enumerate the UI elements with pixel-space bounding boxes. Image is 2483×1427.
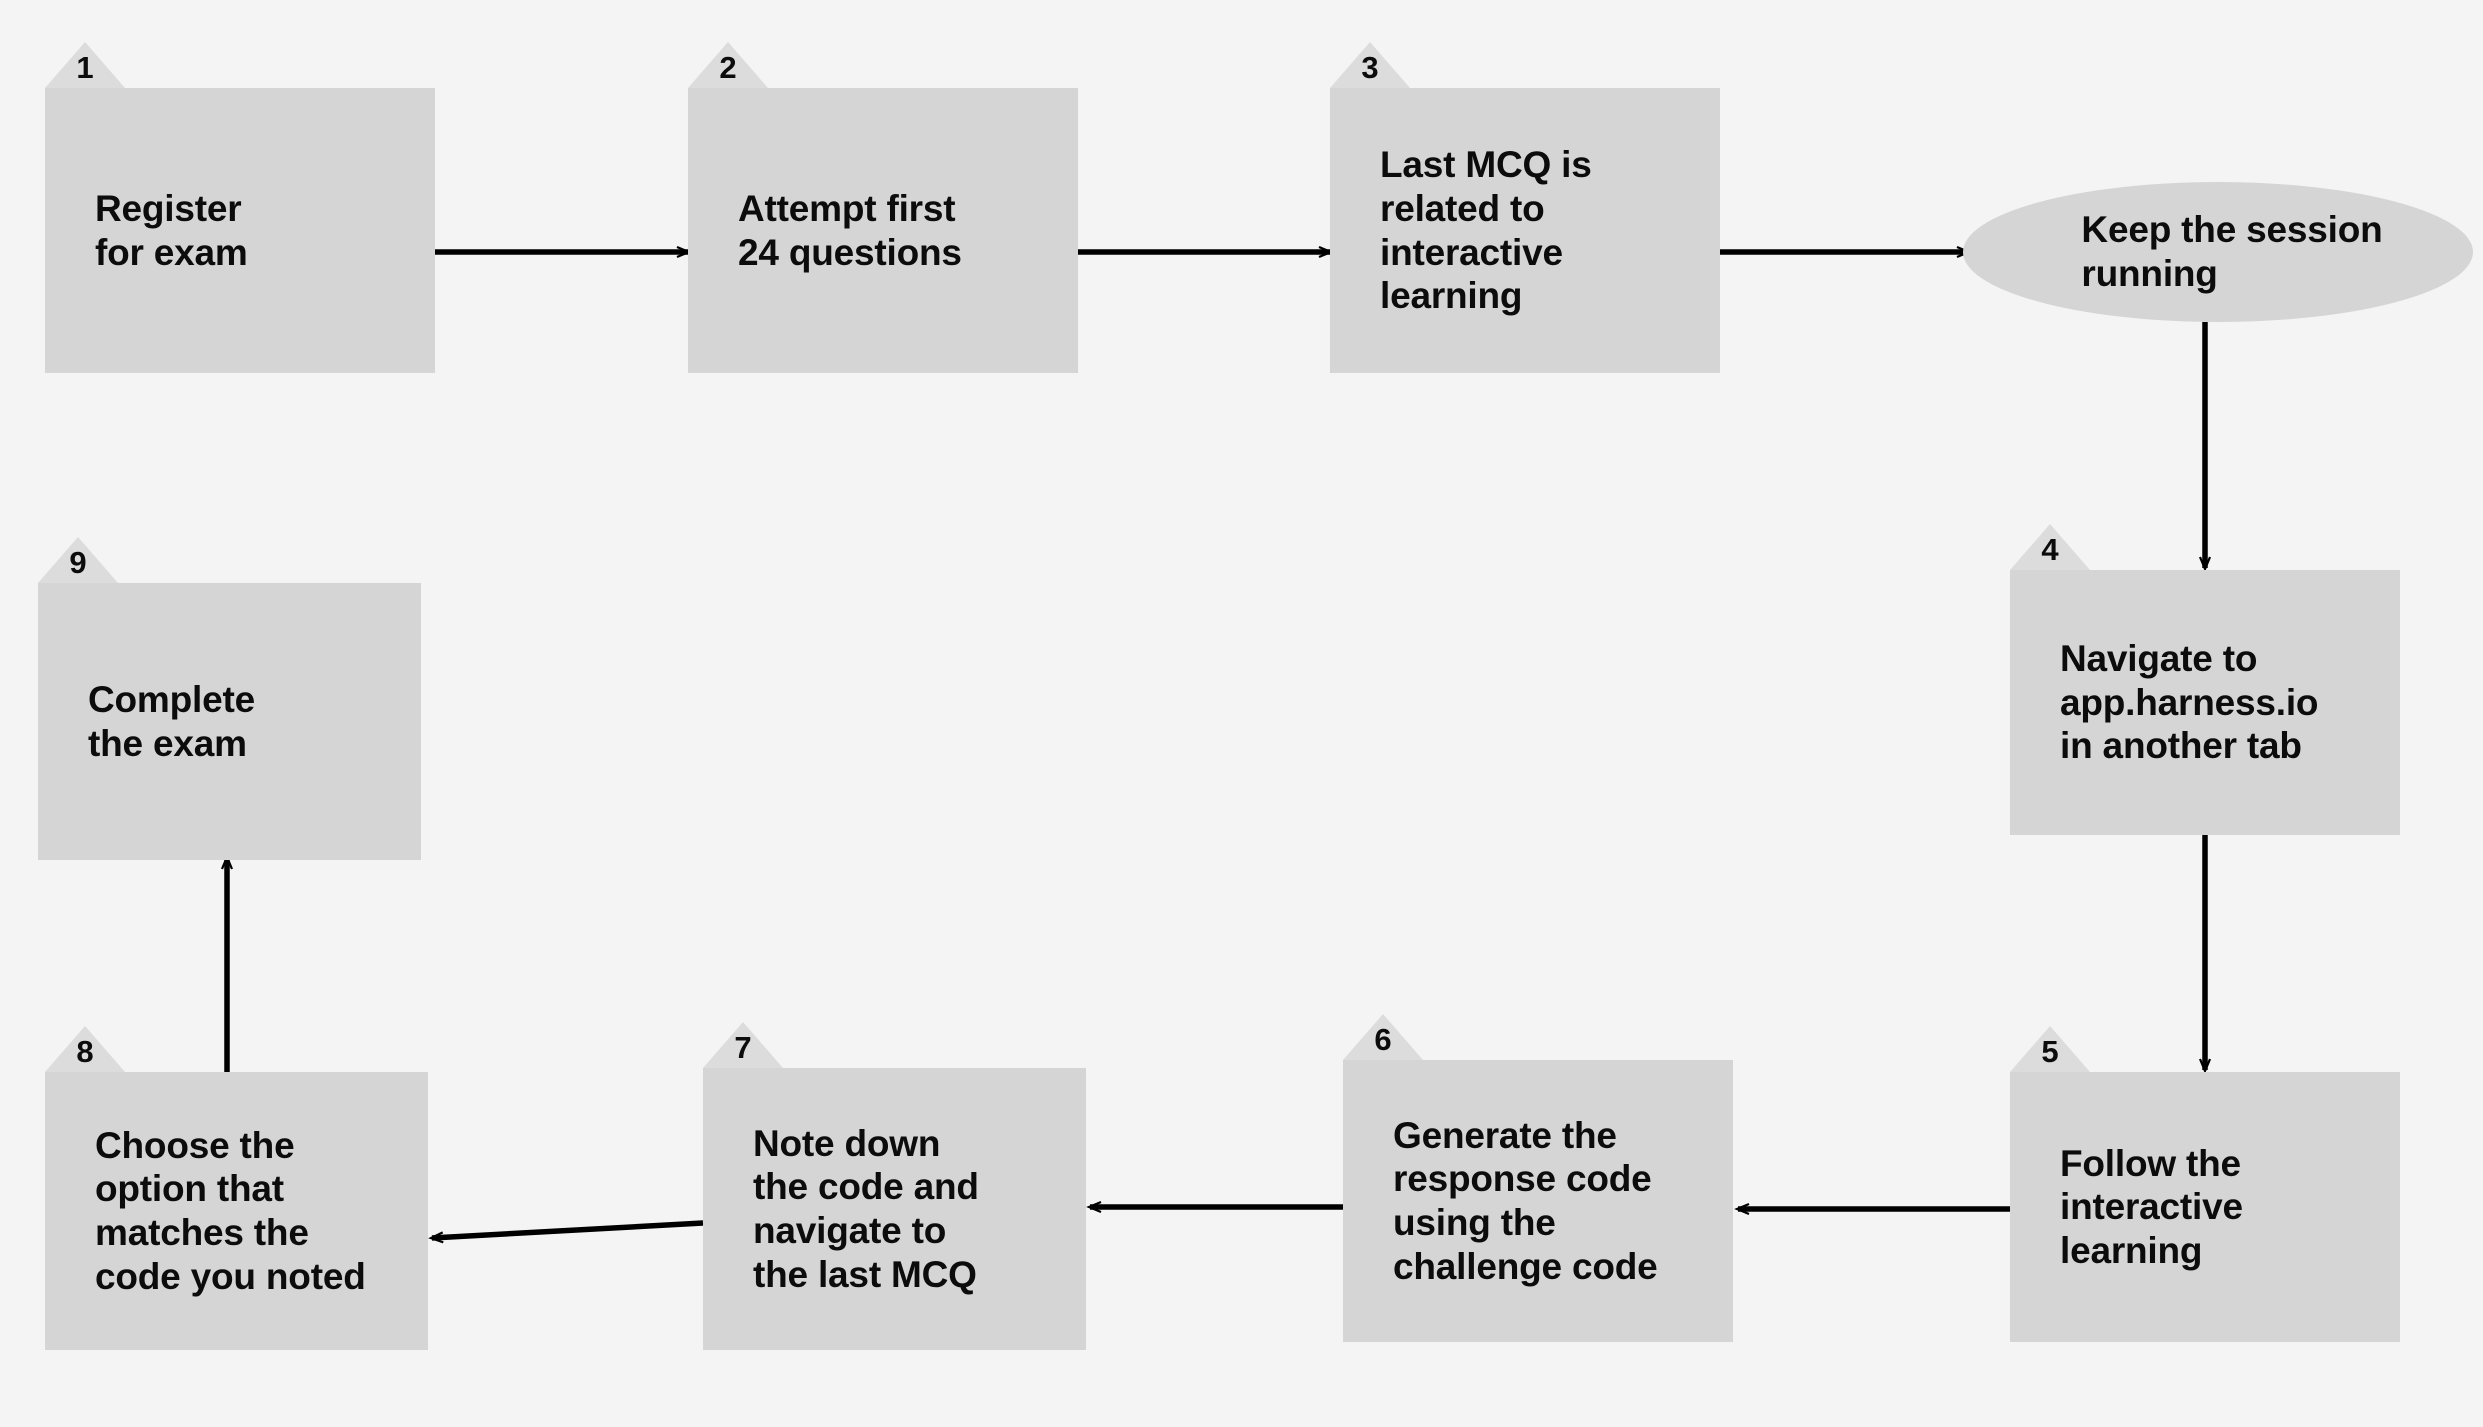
step-badge-7: 7 [703, 1022, 783, 1068]
step-badge-6: 6 [1343, 1014, 1423, 1060]
node-note-down-code-navigate-last-mcq[interactable]: 7 Note down the code and navigate to the… [703, 1022, 1086, 1350]
node-keep-the-session-running[interactable]: Keep the session running [1963, 182, 2473, 322]
node-last-mcq-interactive-learning[interactable]: 3 Last MCQ is related to interactive lea… [1330, 42, 1720, 373]
node-label: Attempt first 24 questions [738, 187, 962, 273]
step-badge-number: 5 [2041, 1034, 2059, 1069]
node-register-for-exam[interactable]: 1 Register for exam [45, 42, 435, 373]
step-badge-2: 2 [688, 42, 768, 88]
node-label: Generate the response code using the cha… [1393, 1114, 1658, 1287]
node-label: Register for exam [95, 187, 248, 273]
node-label: Complete the exam [88, 678, 255, 764]
step-badge-number: 7 [734, 1030, 752, 1065]
step-badge-3: 3 [1330, 42, 1410, 88]
node-follow-the-interactive-learning[interactable]: 5 Follow the interactive learning [2010, 1026, 2400, 1342]
step-badge-9: 9 [38, 537, 118, 583]
node-choose-option-matches-code[interactable]: 8 Choose the option that matches the cod… [45, 1026, 428, 1350]
step-badge-number: 2 [719, 50, 737, 85]
step-badge-number: 3 [1361, 50, 1379, 85]
node-complete-the-exam[interactable]: 9 Complete the exam [38, 537, 421, 860]
step-badge-number: 9 [69, 545, 87, 580]
step-badge-5: 5 [2010, 1026, 2090, 1072]
node-label: Choose the option that matches the code … [95, 1124, 366, 1297]
step-badge-number: 8 [76, 1034, 94, 1069]
node-label: Navigate to app.harness.io in another ta… [2060, 638, 2319, 767]
step-badge-number: 1 [76, 50, 94, 85]
node-label: Keep the session running [2081, 209, 2383, 294]
step-badge-number: 4 [2041, 532, 2059, 567]
step-badge-1: 1 [45, 42, 125, 88]
node-navigate-to-app-harness-io[interactable]: 4 Navigate to app.harness.io in another … [2010, 524, 2400, 835]
step-badge-number: 6 [1374, 1022, 1392, 1057]
node-label: Follow the interactive learning [2060, 1142, 2243, 1271]
node-attempt-first-24-questions[interactable]: 2 Attempt first 24 questions [688, 42, 1078, 373]
node-generate-response-code[interactable]: 6 Generate the response code using the c… [1343, 1014, 1733, 1342]
step-badge-8: 8 [45, 1026, 125, 1072]
step-badge-4: 4 [2010, 524, 2090, 570]
edge-notedown-to-choose [432, 1220, 704, 1238]
node-label: Last MCQ is related to interactive learn… [1380, 144, 1592, 317]
node-label: Note down the code and navigate to the l… [753, 1122, 979, 1295]
